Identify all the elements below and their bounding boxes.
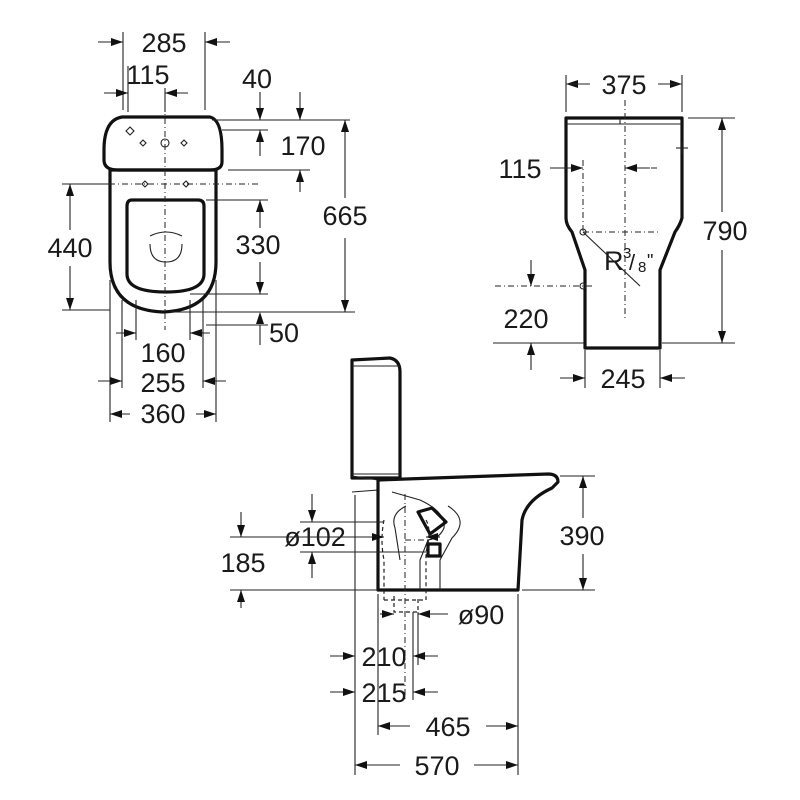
dim-top-330: 330 — [235, 230, 280, 260]
top-view-tank-outline — [102, 115, 224, 172]
dim-top-115: 115 — [126, 60, 169, 90]
top-view-bowl-inner — [149, 231, 183, 263]
dim-top-360: 360 — [140, 399, 185, 429]
side-view-bowl-outline — [376, 472, 560, 592]
top-view-seat-opening — [125, 198, 206, 294]
rear-view-tank-outline — [564, 116, 684, 350]
dim-side-215: 215 — [361, 678, 406, 708]
dim-top-440: 440 — [47, 233, 92, 263]
dim-top-170: 170 — [280, 131, 325, 161]
side-view-outlet — [416, 506, 448, 558]
rear-view: R 3 / 8 " 375 115 790 220 — [493, 70, 748, 394]
dim-top-665: 665 — [322, 201, 367, 231]
dim-top-160: 160 — [140, 338, 185, 368]
side-view-trap-channel — [391, 491, 461, 590]
side-view: ø102 185 390 ø90 — [220, 356, 605, 781]
rear-view-thread-num: 3 — [623, 245, 631, 262]
dim-side-210: 210 — [361, 642, 406, 672]
dim-side-390: 390 — [559, 521, 604, 551]
rear-view-water-inlet — [579, 228, 587, 236]
dim-rear-220: 220 — [503, 304, 548, 334]
rear-view-thread-unit: " — [647, 251, 653, 271]
dim-rear-375: 375 — [601, 70, 646, 100]
dim-rear-790: 790 — [702, 216, 747, 246]
dim-side-465: 465 — [425, 712, 470, 742]
top-view-fixing-holes — [125, 126, 190, 188]
dim-top-255: 255 — [140, 368, 185, 398]
rear-view-thread-r: R — [604, 246, 624, 276]
dim-side-570: 570 — [414, 751, 459, 781]
dim-side-185: 185 — [220, 548, 265, 578]
side-view-tank-outline — [350, 356, 402, 480]
dim-top-40: 40 — [242, 64, 272, 94]
dim-side-phi90: ø90 — [458, 600, 505, 630]
dim-top-285: 285 — [141, 28, 186, 58]
top-view: 285 115 40 170 665 — [47, 28, 367, 429]
rear-view-thread-den: 8 — [638, 259, 646, 276]
dim-rear-115: 115 — [498, 154, 541, 184]
dim-rear-245: 245 — [600, 364, 645, 394]
rear-view-thread-slash: / — [629, 250, 636, 275]
top-view-bowl-outline — [108, 168, 218, 314]
dim-top-50: 50 — [269, 318, 299, 348]
